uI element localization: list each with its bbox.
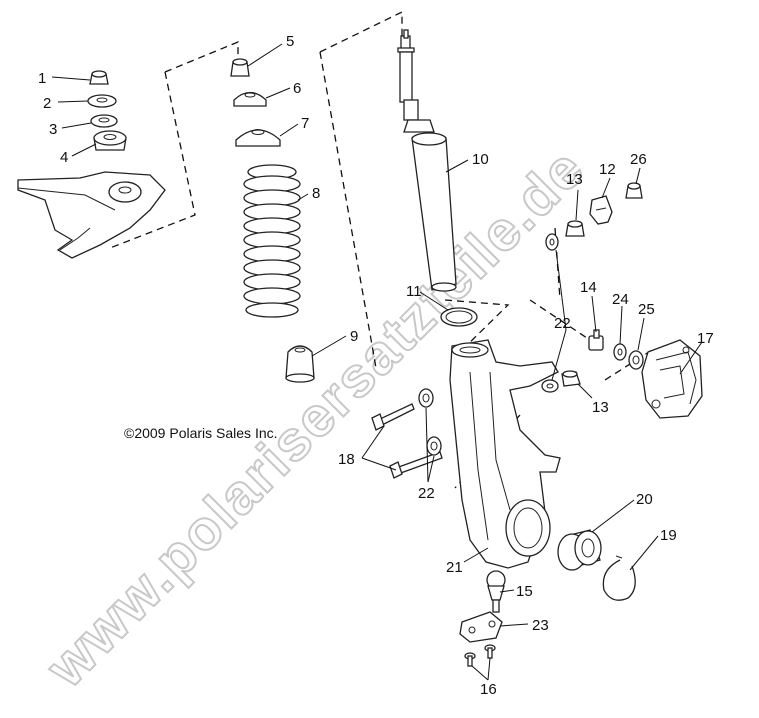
steering-knuckle-21 (449, 339, 561, 569)
callout-18: 18 (338, 451, 355, 468)
callout-7: 7 (301, 115, 309, 132)
frame-mount (17, 171, 166, 259)
clip-12 (589, 195, 613, 225)
callout-2: 2 (43, 95, 51, 112)
bolt-18-lower (389, 451, 443, 479)
callout-11: 11 (406, 283, 422, 300)
nut-26 (625, 182, 643, 199)
brake-caliper-17 (641, 339, 703, 419)
snap-ring-19 (602, 555, 636, 601)
washer-22-lower-a (418, 388, 434, 408)
washer-22-upper-b (541, 379, 559, 393)
washer-25 (628, 350, 644, 370)
ball-joint-15 (486, 570, 506, 613)
callout-6: 6 (293, 80, 301, 97)
callout-23: 23 (532, 617, 549, 634)
callout-15: 15 (516, 583, 533, 600)
screw-16-left (464, 652, 476, 667)
callout-numbers: 1 2 3 4 5 6 7 8 9 10 11 12 13 13 14 15 1… (38, 33, 714, 698)
washer-24 (613, 343, 627, 361)
coil-spring-8 (243, 164, 301, 318)
retainer-plate-23 (459, 611, 503, 643)
washer-3 (90, 114, 118, 128)
washer-22-lower-b (426, 436, 442, 456)
callout-13-upper: 13 (566, 171, 583, 188)
nut-13-upper (565, 220, 585, 237)
screw-16-right (484, 644, 496, 659)
callout-5: 5 (286, 33, 294, 50)
bump-stop-9 (285, 345, 315, 383)
callout-1: 1 (38, 70, 46, 87)
callout-9: 9 (350, 328, 358, 345)
callout-22-lower: 22 (418, 485, 435, 502)
strut-10 (397, 29, 457, 292)
seal-ring-11 (440, 307, 478, 327)
grommet-4 (93, 130, 127, 151)
bolt-14 (588, 329, 604, 351)
upper-seat-6 (233, 91, 267, 107)
callout-20: 20 (636, 491, 653, 508)
copyright-notice: ©2009 Polaris Sales Inc. (124, 425, 278, 441)
spring-retainer-7 (235, 129, 281, 147)
callout-21: 21 (446, 559, 463, 576)
callout-22-upper: 22 (554, 315, 571, 332)
washer-22-upper-a (545, 233, 559, 251)
callout-17: 17 (697, 330, 714, 347)
nut-5 (230, 58, 250, 77)
wheel-bearing-20 (557, 529, 602, 571)
callout-3: 3 (49, 121, 57, 138)
nut-1 (89, 70, 109, 85)
nut-13-lower (561, 370, 581, 387)
bolt-18-upper (371, 403, 415, 431)
callout-24: 24 (612, 291, 629, 308)
washer-2 (87, 94, 117, 108)
callout-14: 14 (580, 279, 597, 296)
callout-12: 12 (599, 161, 616, 178)
callout-13-lower: 13 (592, 399, 609, 416)
callout-26: 26 (630, 151, 647, 168)
leader-lines (51, 43, 703, 681)
callout-10: 10 (472, 151, 489, 168)
callout-4: 4 (60, 149, 68, 166)
callout-19: 19 (660, 527, 677, 544)
callout-16: 16 (480, 681, 497, 698)
callout-25: 25 (638, 301, 655, 318)
callout-8: 8 (312, 185, 320, 202)
